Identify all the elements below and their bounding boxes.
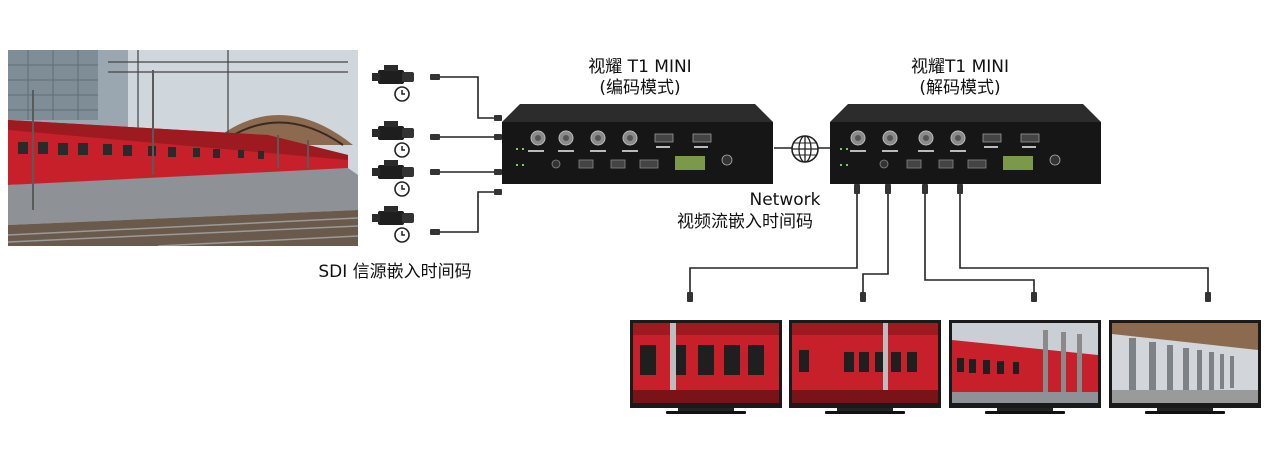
- source-scene-image: [8, 50, 358, 246]
- sdi-caption: SDI 信源嵌入时间码: [318, 262, 472, 282]
- monitor-icon: [949, 320, 1101, 416]
- decoder-device: [828, 104, 1103, 188]
- monitor-icon: [1109, 320, 1261, 416]
- camera-icon: [372, 157, 418, 197]
- globe-icon: [790, 134, 820, 164]
- camera-icon: [372, 203, 418, 243]
- decoder-title: 视耀T1 MINI: [910, 57, 1009, 77]
- encoder-device: [500, 104, 775, 188]
- network-caption: 视频流嵌入时间码: [677, 212, 813, 232]
- monitor-icon: [789, 320, 941, 416]
- camera-icon: [372, 118, 418, 158]
- encoder-title: 视耀 T1 MINI: [588, 57, 692, 77]
- network-label: Network: [749, 190, 821, 210]
- camera-icon: [372, 62, 418, 102]
- monitor-icon: [630, 320, 782, 416]
- decoder-mode: (解码模式): [919, 78, 1001, 98]
- encoder-mode: (编码模式): [599, 78, 681, 98]
